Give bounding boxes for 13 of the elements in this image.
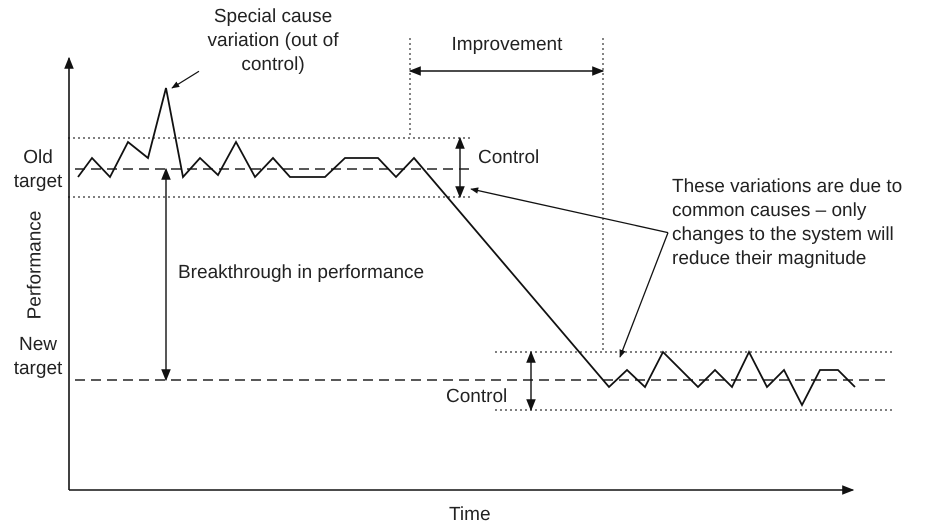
callout-text: Special cause variation (out of control) <box>203 5 343 77</box>
leader-line <box>619 232 669 358</box>
axis-title: Performance <box>22 210 46 320</box>
chart-label: Control <box>446 385 508 409</box>
chart-label: Old target <box>12 146 64 194</box>
chart-label: Improvement <box>452 33 562 57</box>
leader-line <box>470 187 668 234</box>
axis-title: Time <box>449 503 491 527</box>
callout-text: These variations are due to common causes – only changes to the system will reduce their magnitude <box>672 175 910 271</box>
chart-label: Control <box>478 146 540 170</box>
chart-label: New target <box>12 333 64 381</box>
leader-line <box>171 70 200 89</box>
chart-label: Breakthrough in performance <box>178 261 424 285</box>
